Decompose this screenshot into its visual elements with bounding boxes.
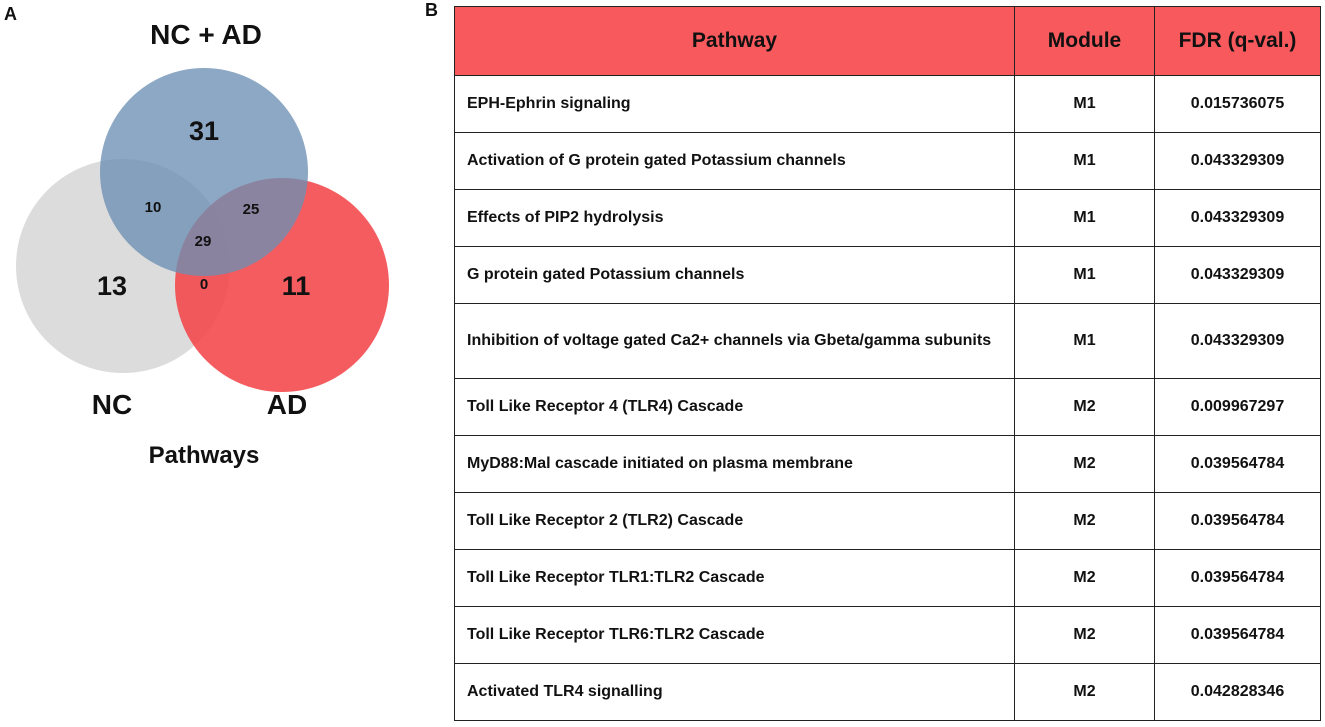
panel-label-a: A [4, 4, 17, 24]
table-row: Inhibition of voltage gated Ca2+ channel… [454, 303, 1321, 379]
header-module: Module [1014, 6, 1155, 76]
venn-label-nc: NC [92, 389, 132, 420]
cell-pathway: Toll Like Receptor TLR1:TLR2 Cascade [454, 549, 1015, 607]
table-row: Activated TLR4 signalling M2 0.042828346 [454, 663, 1321, 721]
venn-diagram: NC + AD 31 13 11 10 25 29 0 NC AD Pathwa… [16, 19, 389, 469]
panel-label-b: B [425, 0, 438, 20]
cell-module: M1 [1014, 189, 1155, 247]
venn-label-ad: AD [267, 389, 307, 420]
cell-fdr: 0.042828346 [1154, 663, 1321, 721]
table-row: Toll Like Receptor TLR1:TLR2 Cascade M2 … [454, 549, 1321, 607]
venn-count-nc-ad-and-nc: 10 [145, 199, 162, 216]
cell-pathway: Toll Like Receptor TLR6:TLR2 Cascade [454, 606, 1015, 664]
cell-module: M1 [1014, 246, 1155, 304]
table-row: Activation of G protein gated Potassium … [454, 132, 1321, 190]
table-row: MyD88:Mal cascade initiated on plasma me… [454, 435, 1321, 493]
cell-fdr: 0.015736075 [1154, 75, 1321, 133]
cell-fdr: 0.039564784 [1154, 549, 1321, 607]
cell-fdr: 0.009967297 [1154, 378, 1321, 436]
header-fdr: FDR (q-val.) [1154, 6, 1321, 76]
table-header-row: Pathway Module FDR (q-val.) [454, 6, 1321, 76]
venn-count-nc-ad-only: 31 [189, 116, 219, 146]
cell-pathway: Inhibition of voltage gated Ca2+ channel… [454, 303, 1015, 379]
table-row: EPH-Ephrin signaling M1 0.015736075 [454, 75, 1321, 133]
venn-count-nc-and-ad: 0 [200, 276, 208, 293]
venn-circle-nc-ad [100, 68, 308, 276]
cell-module: M1 [1014, 303, 1155, 379]
table-row: Effects of PIP2 hydrolysis M1 0.04332930… [454, 189, 1321, 247]
cell-module: M1 [1014, 75, 1155, 133]
venn-count-nc-only: 13 [97, 271, 127, 301]
cell-pathway: EPH-Ephrin signaling [454, 75, 1015, 133]
cell-fdr: 0.043329309 [1154, 189, 1321, 247]
venn-count-ad-only: 11 [282, 271, 311, 301]
cell-pathway: MyD88:Mal cascade initiated on plasma me… [454, 435, 1015, 493]
cell-fdr: 0.043329309 [1154, 303, 1321, 379]
cell-module: M1 [1014, 132, 1155, 190]
cell-pathway: G protein gated Potassium channels [454, 246, 1015, 304]
header-pathway: Pathway [454, 6, 1015, 76]
venn-label-nc-ad: NC + AD [150, 19, 262, 50]
cell-fdr: 0.043329309 [1154, 246, 1321, 304]
cell-pathway: Activated TLR4 signalling [454, 663, 1015, 721]
table-row: Toll Like Receptor 4 (TLR4) Cascade M2 0… [454, 378, 1321, 436]
cell-pathway: Toll Like Receptor 4 (TLR4) Cascade [454, 378, 1015, 436]
cell-fdr: 0.039564784 [1154, 492, 1321, 550]
cell-pathway: Toll Like Receptor 2 (TLR2) Cascade [454, 492, 1015, 550]
cell-module: M2 [1014, 663, 1155, 721]
cell-pathway: Effects of PIP2 hydrolysis [454, 189, 1015, 247]
cell-fdr: 0.043329309 [1154, 132, 1321, 190]
cell-module: M2 [1014, 549, 1155, 607]
cell-module: M2 [1014, 378, 1155, 436]
cell-module: M2 [1014, 606, 1155, 664]
cell-fdr: 0.039564784 [1154, 435, 1321, 493]
cell-pathway: Activation of G protein gated Potassium … [454, 132, 1015, 190]
venn-caption: Pathways [149, 442, 260, 469]
table-row: Toll Like Receptor TLR6:TLR2 Cascade M2 … [454, 606, 1321, 664]
venn-count-nc-ad-and-ad: 25 [243, 201, 260, 218]
venn-count-all-three: 29 [195, 233, 212, 250]
pathway-table: Pathway Module FDR (q-val.) EPH-Ephrin s… [454, 6, 1321, 721]
cell-module: M2 [1014, 435, 1155, 493]
table-row: G protein gated Potassium channels M1 0.… [454, 246, 1321, 304]
table-row: Toll Like Receptor 2 (TLR2) Cascade M2 0… [454, 492, 1321, 550]
cell-fdr: 0.039564784 [1154, 606, 1321, 664]
cell-module: M2 [1014, 492, 1155, 550]
